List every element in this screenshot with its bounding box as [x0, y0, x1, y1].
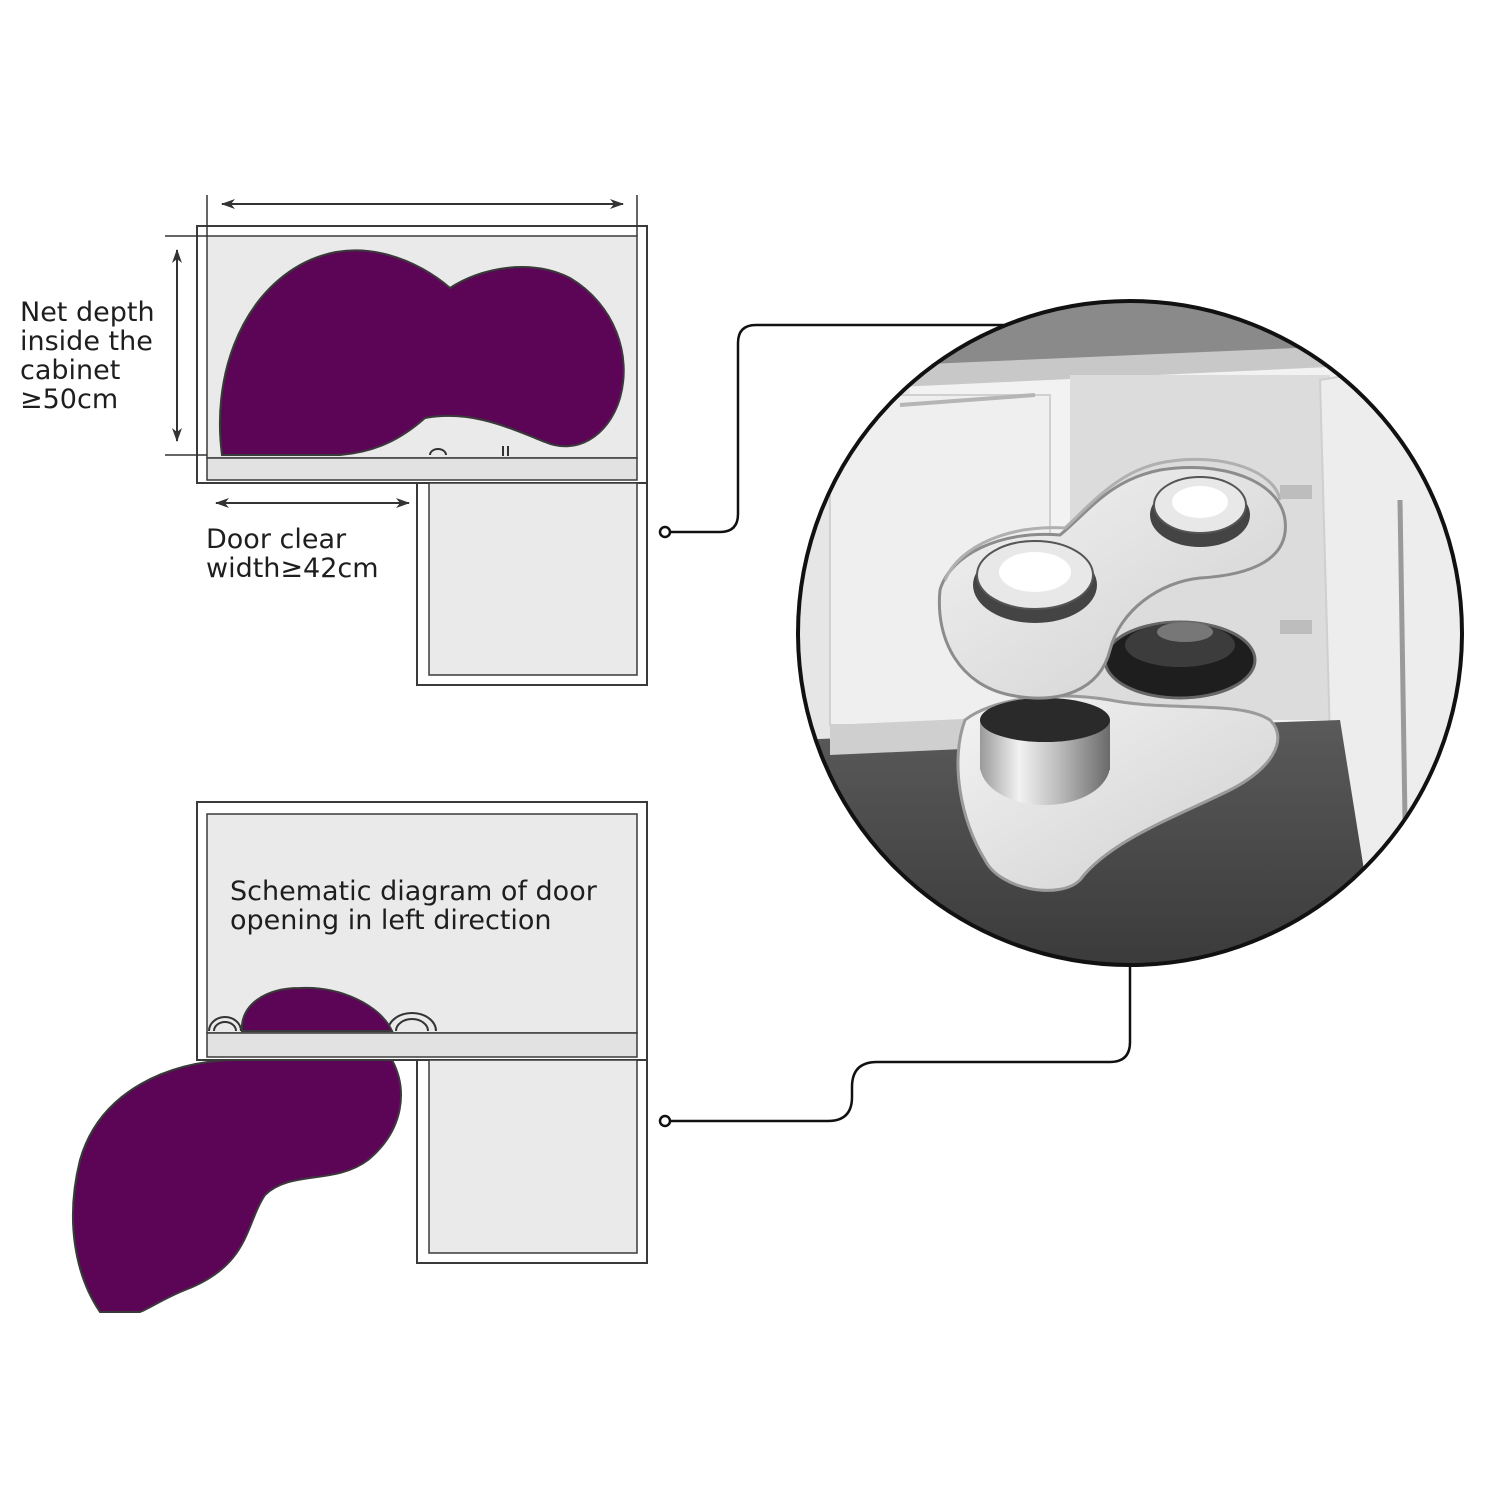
basket-shape	[218, 249, 625, 456]
callout-line-bottom	[670, 965, 1132, 1123]
product-photo	[796, 299, 1464, 967]
net-depth-label: Net depth inside the cabinet ≥50cm	[20, 297, 155, 415]
bottom-door-panel	[206, 1032, 638, 1058]
hinge-detail-left	[208, 1016, 242, 1032]
hinge-detail-right	[387, 1012, 437, 1032]
top-door-panel	[206, 457, 638, 481]
door-clear-width-label: Door clear width≥42cm	[206, 524, 379, 584]
top-cabinet-diagram	[165, 195, 1010, 686]
bottom-cabinet-diagram	[71, 801, 1132, 1313]
callout-dot-top	[658, 525, 672, 539]
basket-shape-swung-out	[71, 1059, 402, 1313]
callout-dot-bottom	[658, 1114, 672, 1128]
basket-shape-inside	[240, 986, 394, 1032]
callout-line-top	[670, 323, 1010, 534]
schematic-caption: Schematic diagram of door opening in lef…	[230, 876, 597, 936]
adjacent-cabinet-bottom	[428, 1059, 638, 1254]
hinge-detail	[429, 448, 447, 456]
photo-border	[796, 299, 1464, 967]
adjacent-cabinet	[428, 482, 638, 676]
